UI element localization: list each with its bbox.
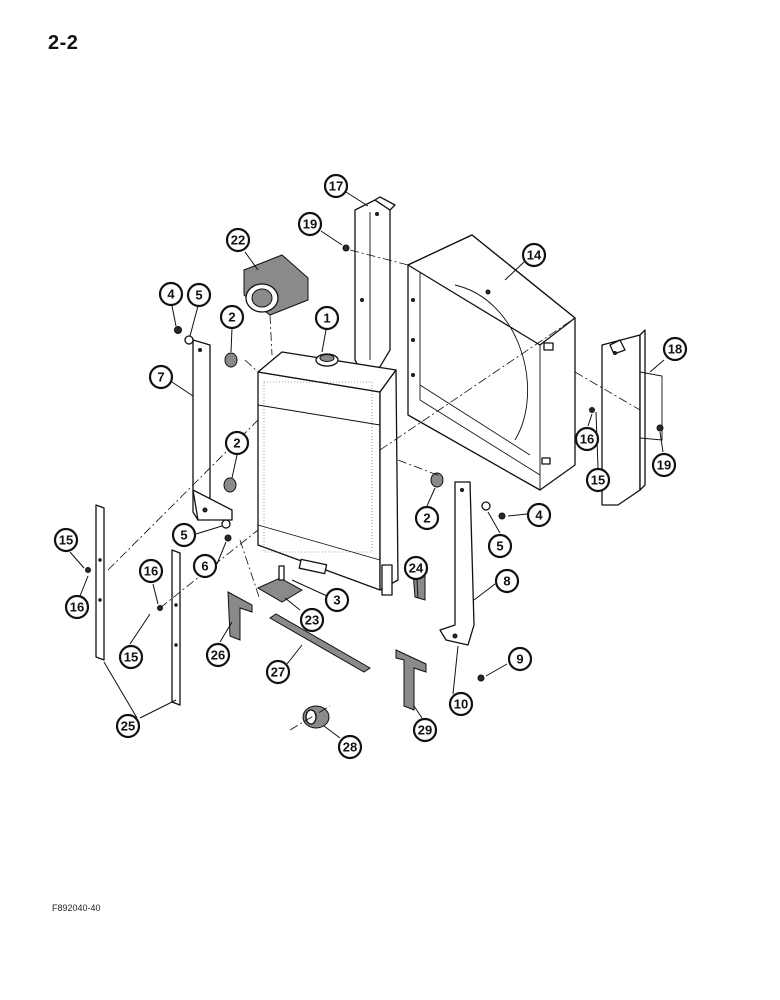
callout-14: 14	[521, 242, 547, 268]
svg-text:10: 10	[454, 697, 468, 712]
svg-text:24: 24	[409, 561, 424, 576]
svg-text:1: 1	[323, 311, 330, 326]
callout-17: 17	[323, 173, 349, 199]
left-bracket	[192, 339, 233, 521]
callout-6: 6	[192, 553, 218, 579]
svg-text:18: 18	[668, 342, 682, 357]
callout-18: 18	[662, 336, 688, 362]
callout-2-top: 2	[219, 304, 245, 330]
callout-2-right: 2	[414, 505, 440, 531]
svg-text:8: 8	[503, 574, 510, 589]
callout-8: 8	[494, 568, 520, 594]
svg-text:16: 16	[70, 600, 84, 615]
svg-text:9: 9	[516, 652, 523, 667]
callout-9: 9	[507, 646, 533, 672]
callout-19-top: 19	[297, 211, 323, 237]
right-bracket	[439, 481, 475, 646]
callout-7: 7	[148, 364, 174, 390]
svg-text:2: 2	[423, 511, 430, 526]
callout-29: 29	[412, 717, 438, 743]
svg-text:7: 7	[157, 370, 164, 385]
leader-lines	[69, 191, 665, 739]
callout-15-left: 15	[53, 527, 79, 553]
svg-text:15: 15	[59, 533, 73, 548]
callout-5-top: 5	[186, 282, 212, 308]
radiator	[257, 351, 399, 596]
figure-id: F892040-40	[52, 903, 101, 913]
callout-16-right: 16	[574, 426, 600, 452]
callout-4-left: 4	[158, 281, 184, 307]
svg-text:29: 29	[418, 723, 432, 738]
callout-24: 24	[403, 555, 429, 581]
baffle-left	[354, 196, 396, 373]
svg-text:26: 26	[211, 648, 225, 663]
page-number: 2-2	[48, 32, 79, 54]
svg-text:17: 17	[329, 179, 343, 194]
svg-text:15: 15	[591, 473, 605, 488]
svg-text:23: 23	[305, 613, 319, 628]
callout-26: 26	[205, 642, 231, 668]
rail	[269, 613, 371, 673]
svg-text:6: 6	[201, 559, 208, 574]
svg-text:15: 15	[124, 650, 138, 665]
callout-23: 23	[299, 607, 325, 633]
svg-text:19: 19	[303, 217, 317, 232]
svg-text:22: 22	[231, 233, 245, 248]
callout-1: 1	[314, 305, 340, 331]
svg-text:4: 4	[535, 508, 543, 523]
svg-text:19: 19	[657, 458, 671, 473]
side-strips	[95, 504, 181, 706]
svg-text:2: 2	[228, 310, 235, 325]
baffle-right	[601, 329, 663, 506]
callout-15-mid: 15	[118, 644, 144, 670]
svg-text:3: 3	[333, 593, 340, 608]
svg-text:16: 16	[580, 432, 594, 447]
svg-text:4: 4	[167, 287, 175, 302]
svg-text:2: 2	[233, 436, 240, 451]
callout-5-right: 5	[487, 533, 513, 559]
svg-text:25: 25	[121, 719, 135, 734]
svg-text:14: 14	[527, 248, 542, 263]
svg-text:5: 5	[496, 539, 503, 554]
upper-hose	[243, 254, 309, 316]
svg-text:16: 16	[144, 564, 158, 579]
svg-text:27: 27	[271, 665, 285, 680]
callout-4-right: 4	[526, 502, 552, 528]
callout-27: 27	[265, 659, 291, 685]
mount-plate	[256, 565, 304, 603]
callout-5-mid: 5	[171, 522, 197, 548]
callout-2-mid: 2	[224, 430, 250, 456]
callout-22: 22	[225, 227, 251, 253]
callout-16-left: 16	[64, 594, 90, 620]
callout-16-mid: 16	[138, 558, 164, 584]
callout-10: 10	[448, 691, 474, 717]
callout-28: 28	[337, 734, 363, 760]
svg-text:28: 28	[343, 740, 357, 755]
fan-shroud	[407, 234, 576, 491]
hardware	[85, 244, 664, 682]
svg-text:5: 5	[180, 528, 187, 543]
callout-3: 3	[324, 587, 350, 613]
svg-text:5: 5	[195, 288, 202, 303]
callout-15-right: 15	[585, 467, 611, 493]
callout-19-right: 19	[651, 452, 677, 478]
grommet	[302, 705, 330, 729]
callout-25: 25	[115, 713, 141, 739]
